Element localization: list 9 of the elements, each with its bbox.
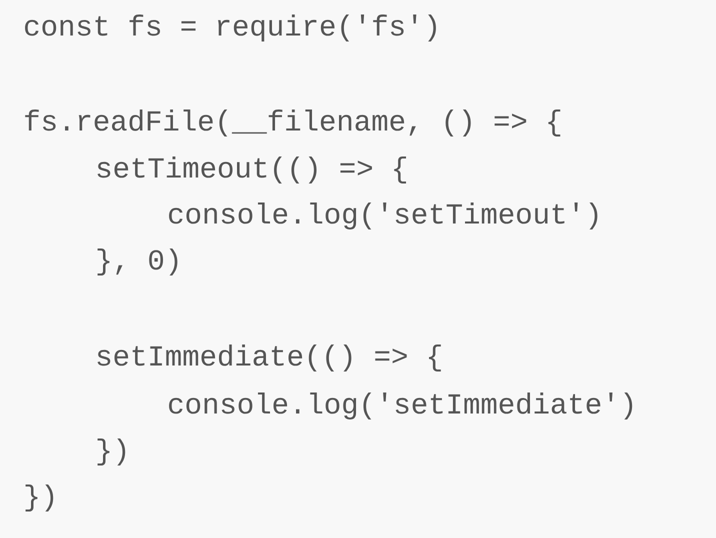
code-line: setImmediate(() => { (98, 344, 441, 372)
code-line: }) (98, 438, 126, 466)
code-line: setTimeout(() => { (98, 156, 406, 184)
code-line: const fs = require('fs') (25, 14, 436, 42)
code-line: console.log('setTimeout') (169, 202, 598, 230)
code-line: console.log('setImmediate') (169, 392, 632, 420)
code-line: }, 0) (98, 248, 178, 276)
code-line: }) (26, 484, 54, 512)
code-line: fs.readFile(__filename, () => { (25, 109, 560, 137)
